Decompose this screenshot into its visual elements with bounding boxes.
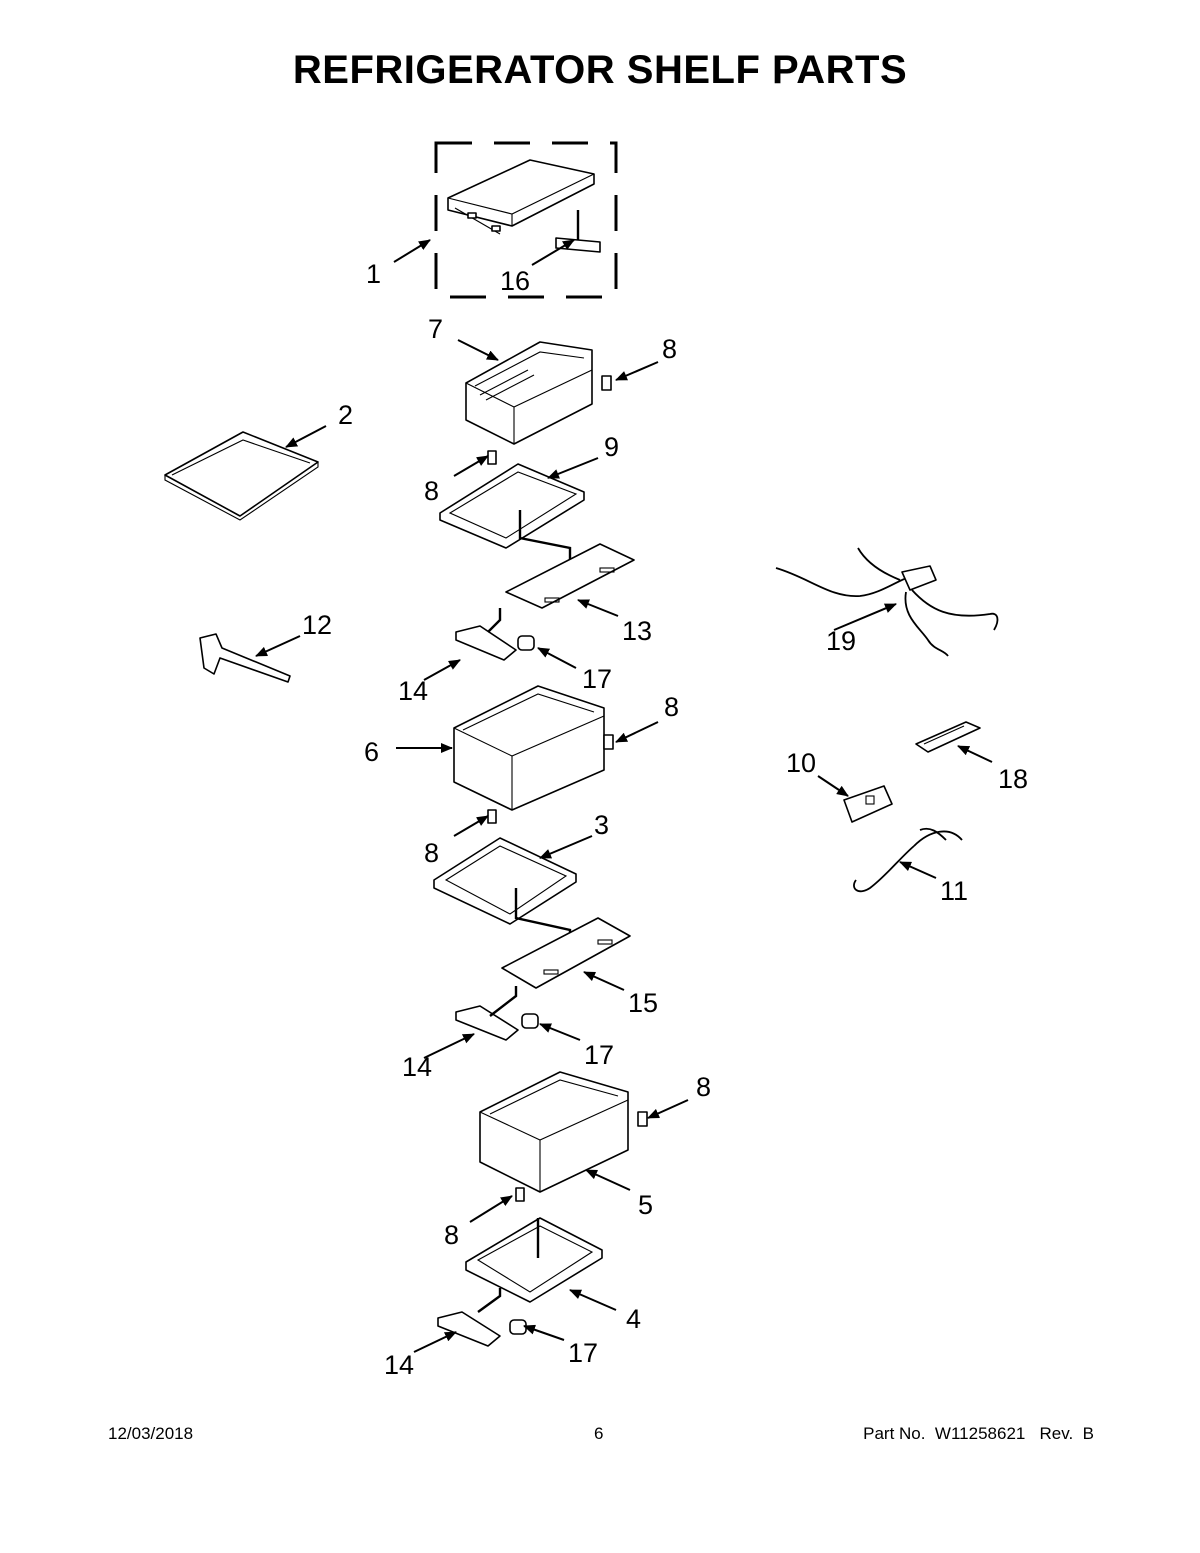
callout-8: 8 xyxy=(662,334,677,364)
roller-part-17-a xyxy=(517,635,535,651)
cover-part-10 xyxy=(843,785,893,823)
rail-clip-part-14-c xyxy=(437,1311,501,1347)
callout-12: 12 xyxy=(302,610,332,640)
callout-8: 8 xyxy=(444,1220,459,1250)
callout-1: 1 xyxy=(366,259,381,289)
callout-2: 2 xyxy=(338,400,353,430)
roller-part-17-c xyxy=(509,1319,527,1335)
callout-11: 11 xyxy=(940,876,968,906)
page-title: REFRIGERATOR SHELF PARTS xyxy=(292,48,908,92)
light-module-part-18 xyxy=(915,721,981,753)
cover-plate-part-15 xyxy=(501,917,631,989)
callout-9: 9 xyxy=(604,432,619,462)
glass-shelf-part-2 xyxy=(164,431,319,521)
clip-part-8-c xyxy=(603,734,614,750)
wire-part-11 xyxy=(853,827,963,893)
callout-3: 3 xyxy=(594,810,609,840)
wire-harness-part-19 xyxy=(775,547,999,657)
footer-date: 12/03/2018 xyxy=(108,1424,194,1443)
callout-15: 15 xyxy=(628,988,658,1018)
shelf-assembly-part-1 xyxy=(434,141,618,299)
callout-18: 18 xyxy=(998,764,1028,794)
drawer-frame-part-4 xyxy=(465,1217,603,1313)
callout-labels: 1 16 7 8 2 8 9 12 13 14 17 19 6 8 10 18 … xyxy=(302,259,1028,1380)
callout-7: 7 xyxy=(428,314,443,344)
rail-clip-part-14-b xyxy=(455,986,519,1041)
callout-8: 8 xyxy=(424,838,439,868)
callout-16: 16 xyxy=(500,266,530,296)
callout-13: 13 xyxy=(622,616,652,646)
crisper-drawer-part-5 xyxy=(479,1071,629,1193)
clip-part-8-d xyxy=(487,809,497,824)
callout-17: 17 xyxy=(584,1040,614,1070)
clip-part-8-a xyxy=(601,375,612,391)
footer-page-number: 6 xyxy=(594,1424,604,1443)
callout-14: 14 xyxy=(402,1052,432,1082)
callout-8: 8 xyxy=(424,476,439,506)
crisper-drawer-part-7 xyxy=(465,341,593,445)
callout-8: 8 xyxy=(696,1072,711,1102)
clip-part-8-f xyxy=(515,1187,525,1202)
leader-arrows xyxy=(255,239,993,1353)
callout-17: 17 xyxy=(568,1338,598,1368)
callout-4: 4 xyxy=(626,1304,641,1334)
crisper-drawer-part-6 xyxy=(453,685,605,811)
cover-plate-part-13 xyxy=(505,543,635,609)
clip-part-8-b xyxy=(487,450,497,465)
rail-clip-part-14-a xyxy=(455,608,517,661)
clip-part-8-e xyxy=(637,1111,648,1127)
callout-14: 14 xyxy=(398,676,428,706)
footer-part-number: Part No. W11258621 Rev. B xyxy=(863,1424,1094,1443)
callout-14: 14 xyxy=(384,1350,414,1380)
callout-5: 5 xyxy=(638,1190,653,1220)
callout-17: 17 xyxy=(582,664,612,694)
bracket-part-12 xyxy=(199,633,291,683)
callout-6: 6 xyxy=(364,737,379,767)
callout-10: 10 xyxy=(786,748,816,778)
callout-19: 19 xyxy=(826,626,856,656)
callout-8: 8 xyxy=(664,692,679,722)
roller-part-17-b xyxy=(521,1013,539,1029)
